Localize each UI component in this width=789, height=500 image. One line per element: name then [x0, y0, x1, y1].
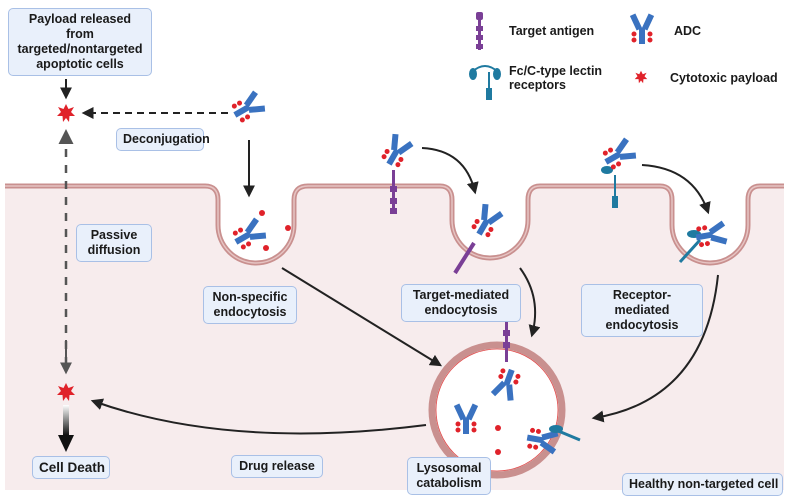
legend-target-antigen-label: Target antigen	[509, 24, 595, 38]
antigen-surface	[390, 170, 397, 214]
arrow-target-to-pit	[421, 147, 479, 195]
legend-adc-label: ADC	[674, 24, 702, 38]
legend-target-antigen-icon	[476, 12, 483, 50]
antigen-in-lysosome	[503, 322, 510, 362]
lysosome	[428, 341, 566, 479]
label-deconjugation: Deconjugation	[116, 128, 210, 151]
label-healthy-cell: Healthy non-targeted cell	[622, 473, 783, 496]
payload-star-top	[57, 104, 75, 122]
arrow-cell-death-shaft	[63, 405, 69, 435]
payload-dot	[263, 245, 269, 251]
payload-dot	[259, 210, 265, 216]
adc-bound-antigen	[378, 131, 415, 171]
arrow-cell-death-head	[58, 435, 74, 452]
receptor-in-lysosome	[549, 425, 581, 442]
label-target-mediated-endocytosis: Target-mediated endocytosis	[401, 284, 521, 322]
arrow-drug-release	[90, 398, 427, 435]
legend-adc-icon	[629, 13, 655, 44]
legend-receptor-label: Fc/C-type lectin receptors	[509, 64, 603, 92]
arrow-nonspecific-to-lysosome	[281, 267, 443, 367]
adc-free	[228, 89, 268, 126]
label-drug-release: Drug release	[231, 455, 323, 478]
label-cell-death: Cell Death	[32, 456, 110, 479]
payload-dot	[285, 225, 291, 231]
legend-payload-icon	[634, 70, 648, 84]
legend-payload-label: Cytotoxic payload	[670, 71, 778, 85]
label-passive-diffusion: Passive diffusion	[76, 224, 152, 262]
label-payload-released: Payload released from targeted/nontarget…	[8, 8, 152, 76]
antigen-in-pit	[453, 241, 476, 275]
arrow-receptor-to-pit	[641, 164, 711, 215]
receptor-surface	[601, 166, 618, 208]
label-receptor-mediated-endocytosis: Receptor-mediated endocytosis	[581, 284, 703, 337]
legend-receptor-icon	[469, 65, 501, 100]
arrow-target-to-lysosome	[519, 267, 541, 338]
arrow-receptor-to-lysosome	[591, 274, 719, 423]
payload-dot	[495, 449, 501, 455]
label-nonspecific-endocytosis: Non-specific endocytosis	[203, 286, 297, 324]
payload-dot	[495, 425, 501, 431]
label-lysosomal-catabolism: Lysosomal catabolism	[407, 457, 491, 495]
